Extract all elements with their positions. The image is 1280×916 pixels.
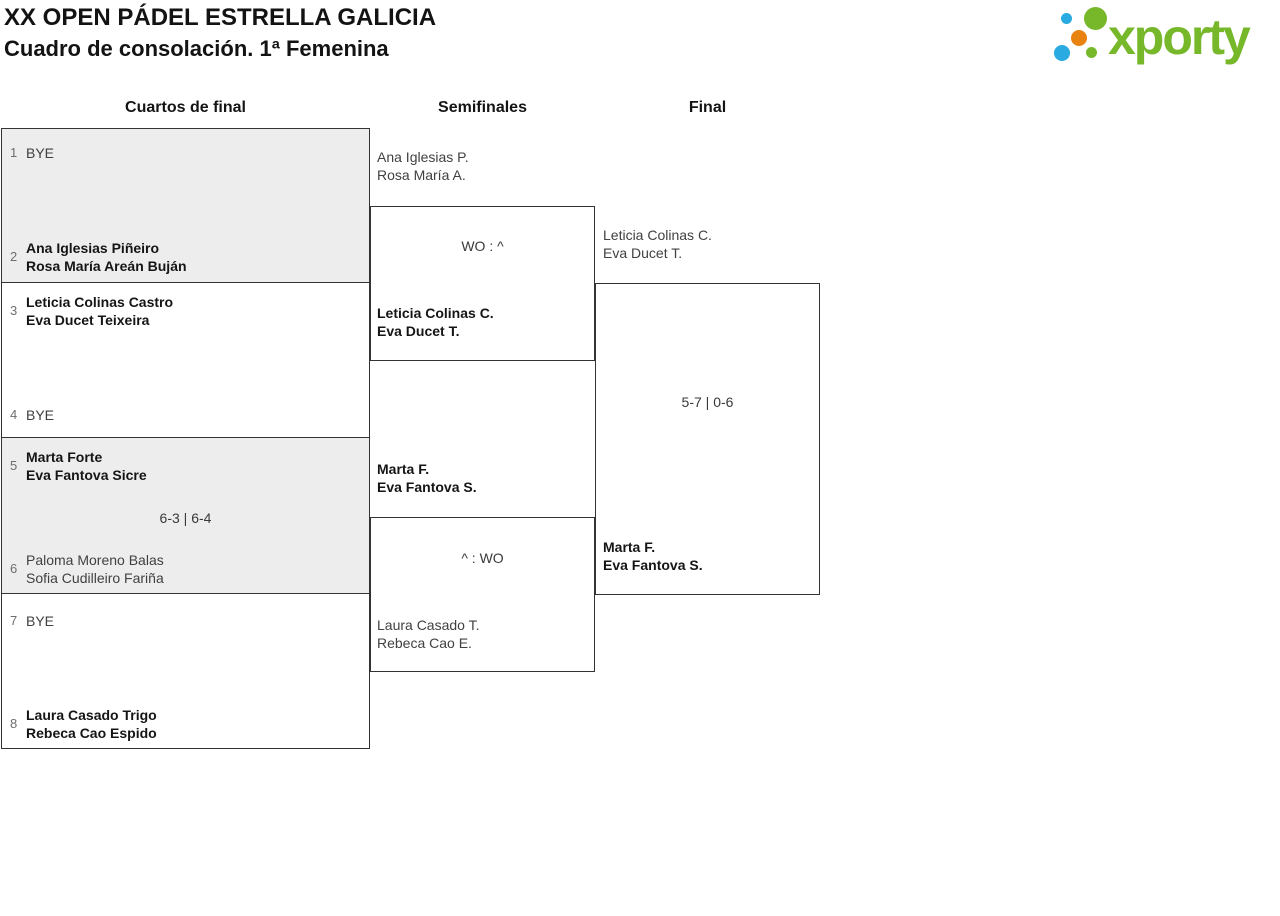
match-score: WO : ^ — [461, 238, 504, 254]
semifinal-2-box: ^ : WO — [370, 517, 595, 672]
round-header-quarterfinals: Cuartos de final — [125, 99, 246, 116]
team-names: Leticia Colinas Castro Eva Ducet Teixeir… — [26, 293, 173, 329]
team-name-line: Sofia Cudilleiro Fariña — [26, 570, 164, 586]
logo-dot-icon — [1086, 47, 1097, 58]
seed-number: 6 — [10, 561, 18, 576]
team-name-line: Eva Ducet T. — [603, 245, 683, 261]
logo-dot-icon — [1061, 13, 1072, 24]
team-name-line: Leticia Colinas C. — [603, 227, 712, 243]
match-score: ^ : WO — [461, 550, 504, 566]
team-name-line: Ana Iglesias P. — [377, 149, 469, 165]
seed-number: 4 — [10, 407, 18, 422]
team-name-line: Paloma Moreno Balas — [26, 552, 164, 568]
team-name-line: Rosa María A. — [377, 167, 466, 183]
seed-number: 7 — [10, 613, 18, 628]
seed-number: 5 — [10, 458, 18, 473]
logo-wordmark: xporty — [1108, 9, 1251, 65]
team-slot: 3 Leticia Colinas Castro Eva Ducet Teixe… — [10, 293, 363, 329]
team-name-line: BYE — [26, 613, 55, 629]
team-name-line: Marta F. — [377, 461, 430, 477]
team-name-line: BYE — [26, 407, 55, 423]
team-names: BYE — [26, 612, 54, 630]
team-name-line: Eva Ducet Teixeira — [26, 312, 150, 328]
seed-number: 8 — [10, 716, 18, 731]
team-name-line: Eva Ducet T. — [377, 323, 460, 339]
team-names: Ana Iglesias Piñeiro Rosa María Areán Bu… — [26, 239, 187, 275]
match-score: 6-3 | 6-4 — [159, 510, 212, 526]
team-slot: 4 BYE — [10, 406, 363, 424]
round-header-semifinals: Semifinales — [438, 99, 527, 116]
round-header-final: Final — [688, 99, 727, 116]
team-name-line: Marta Forte — [26, 449, 103, 465]
team-name-line: Leticia Colinas C. — [377, 305, 494, 321]
team-name-line: Rebeca Cao Espido — [26, 725, 157, 741]
final-box: 5-7 | 0-6 — [595, 283, 820, 595]
xporty-logo: xporty — [1050, 0, 1280, 78]
team-name-line: Ana Iglesias Piñeiro — [26, 240, 160, 256]
tournament-title: XX OPEN PÁDEL ESTRELLA GALICIA — [4, 4, 437, 31]
team-slot: 2 Ana Iglesias Piñeiro Rosa María Areán … — [10, 239, 363, 275]
team-name-line: Eva Fantova S. — [377, 479, 477, 495]
team-name-line: Leticia Colinas Castro — [26, 294, 174, 310]
seed-number: 1 — [10, 145, 18, 160]
seed-number: 2 — [10, 249, 18, 264]
semifinal-1-bottom-team: Leticia Colinas C. Eva Ducet T. — [377, 304, 494, 340]
team-slot: 6 Paloma Moreno Balas Sofia Cudilleiro F… — [10, 551, 363, 587]
final-top-team: Leticia Colinas C. Eva Ducet T. — [603, 226, 712, 262]
logo-dot-icon — [1071, 30, 1087, 46]
team-slot: 7 BYE — [10, 612, 363, 630]
team-name-line: Eva Fantova Sicre — [26, 467, 147, 483]
match-score: 5-7 | 0-6 — [681, 394, 734, 410]
team-names: BYE — [26, 406, 54, 424]
semifinal-2-bottom-team: Laura Casado T. Rebeca Cao E. — [377, 616, 479, 652]
bracket-subtitle: Cuadro de consolación. 1ª Femenina — [4, 36, 389, 61]
semifinal-1-top-team: Ana Iglesias P. Rosa María A. — [377, 148, 469, 184]
quarterfinal-match-2: 3 Leticia Colinas Castro Eva Ducet Teixe… — [1, 282, 370, 438]
team-name-line: Eva Fantova S. — [603, 557, 703, 573]
quarterfinal-match-4: 7 BYE 8 Laura Casado Trigo Rebeca Cao Es… — [1, 593, 370, 749]
logo-dot-icon — [1054, 45, 1070, 61]
semifinal-1-box: WO : ^ — [370, 206, 595, 361]
quarterfinal-match-3: 5 Marta Forte Eva Fantova Sicre 6-3 | 6-… — [1, 437, 370, 594]
team-names: Laura Casado Trigo Rebeca Cao Espido — [26, 706, 157, 742]
semifinal-2-top-team: Marta F. Eva Fantova S. — [377, 460, 477, 496]
team-names: Paloma Moreno Balas Sofia Cudilleiro Far… — [26, 551, 164, 587]
quarterfinal-match-1: 1 BYE 2 Ana Iglesias Piñeiro Rosa María … — [1, 128, 370, 283]
seed-number: 3 — [10, 303, 18, 318]
team-slot: 8 Laura Casado Trigo Rebeca Cao Espido — [10, 706, 363, 742]
team-name-line: Marta F. — [603, 539, 656, 555]
logo-dot-icon — [1084, 7, 1107, 30]
final-bottom-team: Marta F. Eva Fantova S. — [603, 538, 703, 574]
team-slot: 1 BYE — [10, 144, 363, 162]
team-names: Marta Forte Eva Fantova Sicre — [26, 448, 147, 484]
team-slot: 5 Marta Forte Eva Fantova Sicre — [10, 448, 363, 484]
team-name-line: Laura Casado Trigo — [26, 707, 157, 723]
team-name-line: BYE — [26, 145, 55, 161]
team-name-line: Rebeca Cao E. — [377, 635, 472, 651]
team-name-line: Laura Casado T. — [377, 617, 480, 633]
team-names: BYE — [26, 144, 54, 162]
team-name-line: Rosa María Areán Buján — [26, 258, 187, 274]
